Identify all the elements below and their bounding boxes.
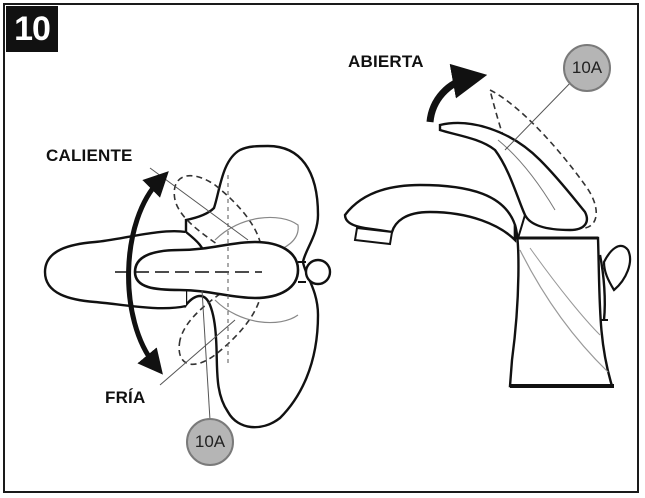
- cold-label: FRÍA: [105, 388, 146, 407]
- faucet-body: [508, 224, 614, 388]
- side-view-faucet: [343, 63, 632, 388]
- lever-handle: [133, 240, 300, 300]
- hot-label: CALIENTE: [46, 146, 133, 165]
- open-label: ABIERTA: [348, 52, 424, 71]
- top-view-faucet: [43, 144, 332, 429]
- aerator: [353, 226, 394, 246]
- step-number-badge: 10: [6, 6, 58, 52]
- side-lever-handle: [438, 121, 589, 232]
- callout-10a-side-view: 10A: [563, 44, 611, 92]
- cartridge-knob: [304, 258, 332, 286]
- dashed-handle-up: [173, 174, 263, 261]
- lift-rod: [598, 254, 606, 321]
- callout-10a-top-view: 10A: [186, 418, 234, 466]
- rotation-arrow: [126, 171, 169, 375]
- open-arrow: [426, 63, 488, 123]
